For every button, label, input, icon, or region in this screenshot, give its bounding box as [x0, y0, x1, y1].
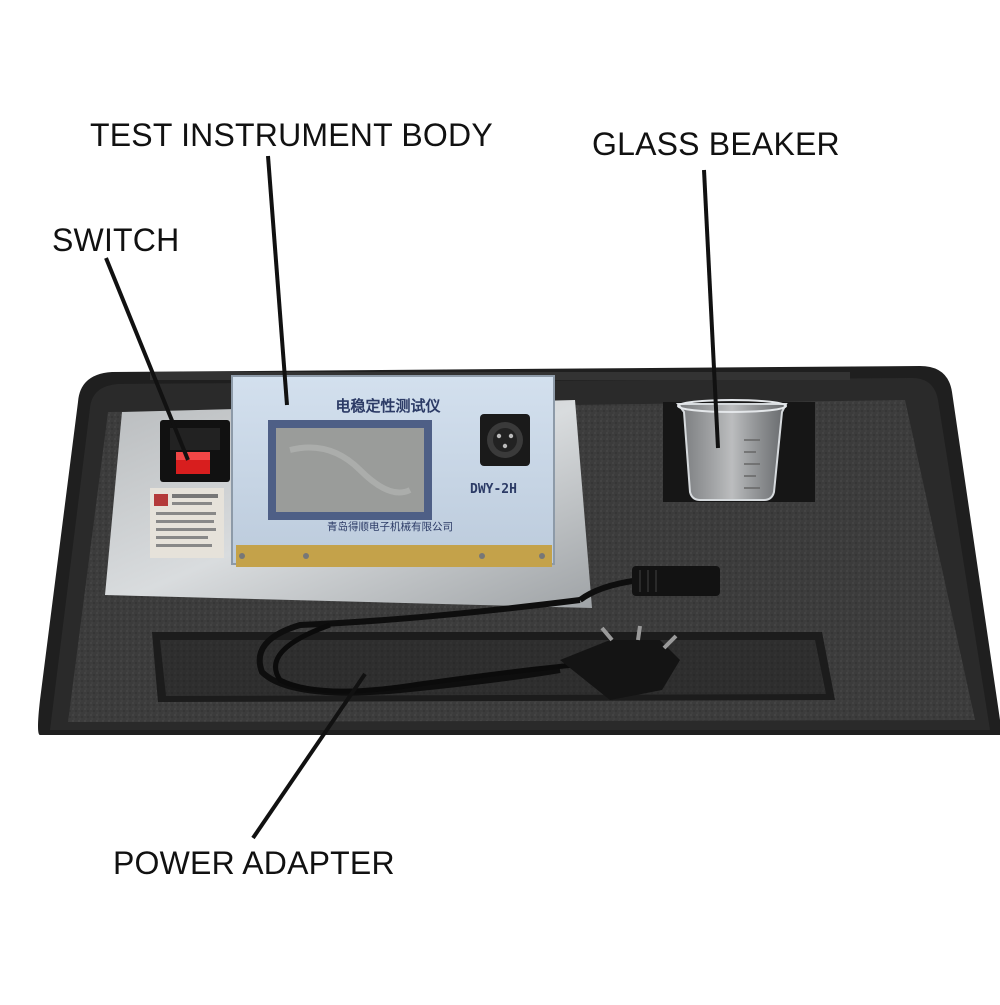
- instrument-model: DWY-2H: [470, 482, 517, 497]
- label-glass-beaker: GLASS BEAKER: [592, 126, 840, 162]
- mains-plug-icon: [560, 625, 680, 700]
- label-switch: SWITCH: [52, 222, 180, 258]
- callout-lines: [104, 155, 720, 840]
- instrument-manufacturer: 青岛得顺电子机械有限公司: [327, 520, 453, 533]
- iec-plug-icon: [632, 566, 720, 596]
- callout-line-switch: [104, 257, 190, 461]
- label-test-instrument-body: TEST INSTRUMENT BODY: [90, 117, 493, 153]
- callout-line-body: [266, 155, 289, 406]
- power-switch[interactable]: [160, 420, 230, 482]
- instrument-title: 电稳定性测试仪: [335, 397, 441, 415]
- xlr-connector-icon[interactable]: [480, 414, 530, 466]
- callout-line-beaker: [702, 169, 720, 449]
- label-power-adapter: POWER ADAPTER: [113, 845, 395, 881]
- rating-sticker: [150, 488, 224, 558]
- test-instrument-body: [231, 375, 555, 567]
- power-adapter-cable: [256, 566, 720, 700]
- glass-beaker: [676, 399, 788, 501]
- lcd-display: [276, 428, 424, 512]
- callout-line-adapter: [251, 672, 367, 840]
